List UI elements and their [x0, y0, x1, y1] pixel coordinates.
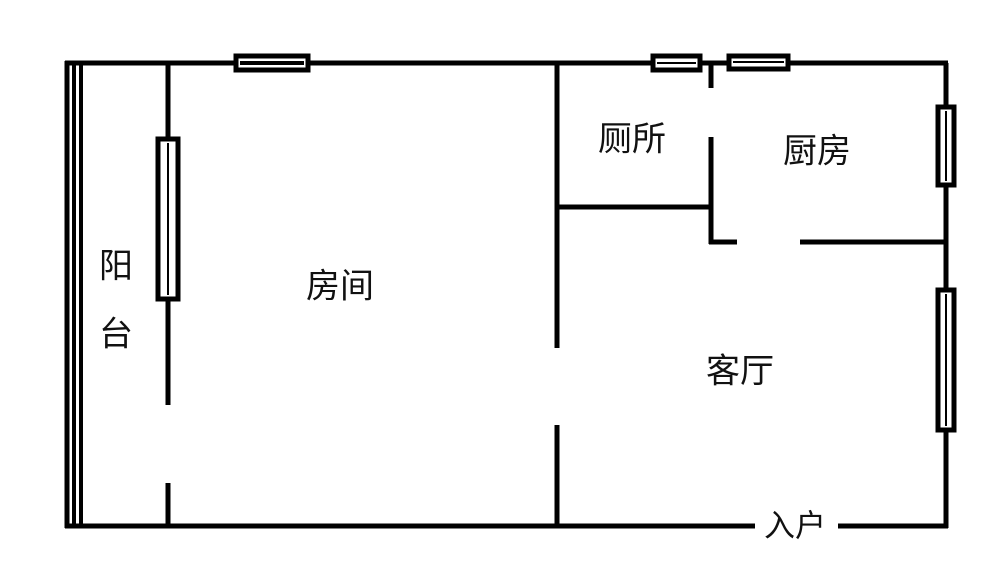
windows	[155, 53, 957, 433]
room-label-toilet: 厕所	[598, 120, 666, 160]
room-label-balcony-2: 台	[99, 315, 133, 355]
balcony-railing	[64, 61, 83, 528]
room-label-balcony-1: 阳	[99, 247, 133, 287]
room-label-kitchen: 厨房	[783, 132, 851, 172]
room-label-living-room: 客厅	[706, 352, 774, 392]
entrance-label: 入户	[764, 509, 826, 545]
interior-walls	[165, 63, 946, 526]
room-label-bedroom: 房间	[306, 267, 374, 307]
